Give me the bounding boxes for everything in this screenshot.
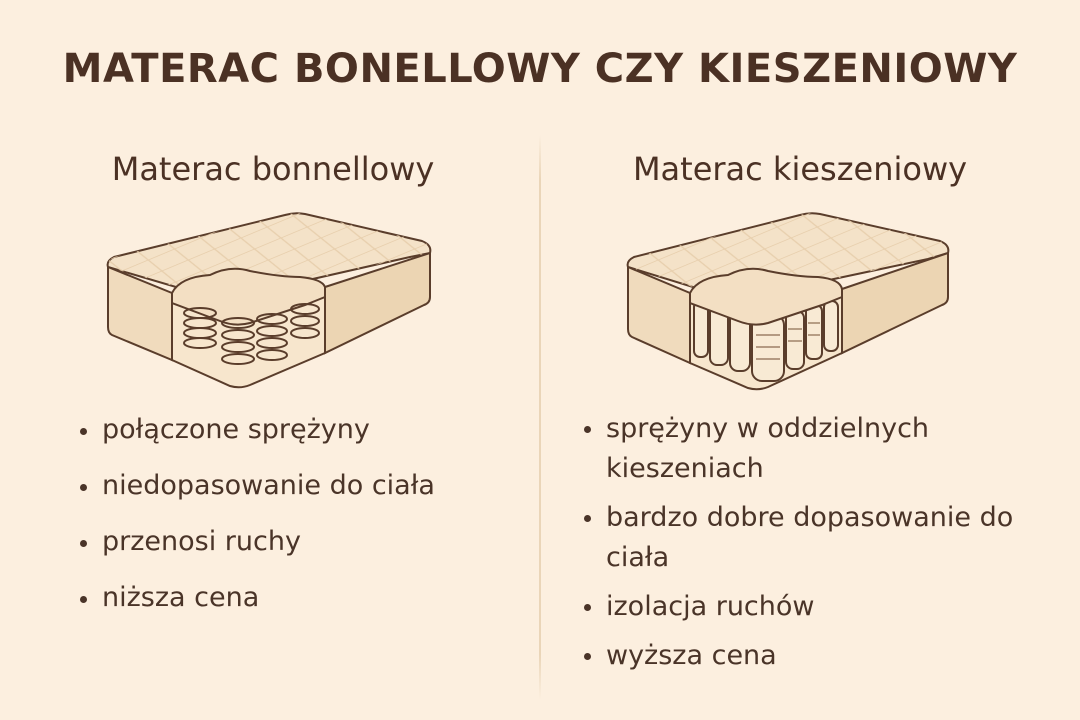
bonnell-column: Materac bonnellowy [78, 150, 440, 635]
bonnell-mattress-icon [106, 212, 432, 389]
feature-item: sprężyny w oddzielnych kieszeniach [582, 409, 1022, 489]
bonnell-heading: Materac bonnellowy [111, 150, 435, 188]
feature-item: bardzo dobre dopasowanie do ciała [582, 498, 1022, 578]
bonnell-mattress-illustration [100, 205, 440, 399]
feature-item: niedopasowanie do ciała [78, 467, 435, 505]
page-title: MATERAC BONELLOWY CZY KIESZENIOWY [62, 46, 1018, 92]
pocket-mattress-icon [626, 212, 950, 391]
feature-item: przenosi ruchy [78, 523, 435, 561]
feature-item: niższa cena [78, 579, 435, 617]
feature-item: wyższa cena [582, 636, 1022, 676]
bonnell-feature-list: połączone sprężyny niedopasowanie do cia… [78, 411, 435, 635]
feature-item: połączone sprężyny [78, 411, 435, 449]
pocket-feature-list: sprężyny w oddzielnych kieszeniach bardz… [582, 409, 1022, 685]
column-divider [539, 135, 541, 700]
pocket-column: Materac kieszeniowy [540, 0, 1080, 720]
pocket-heading: Materac kieszeniowy [632, 150, 968, 188]
pocket-mattress-illustration [610, 205, 955, 399]
feature-item: izolacja ruchów [582, 587, 1022, 627]
